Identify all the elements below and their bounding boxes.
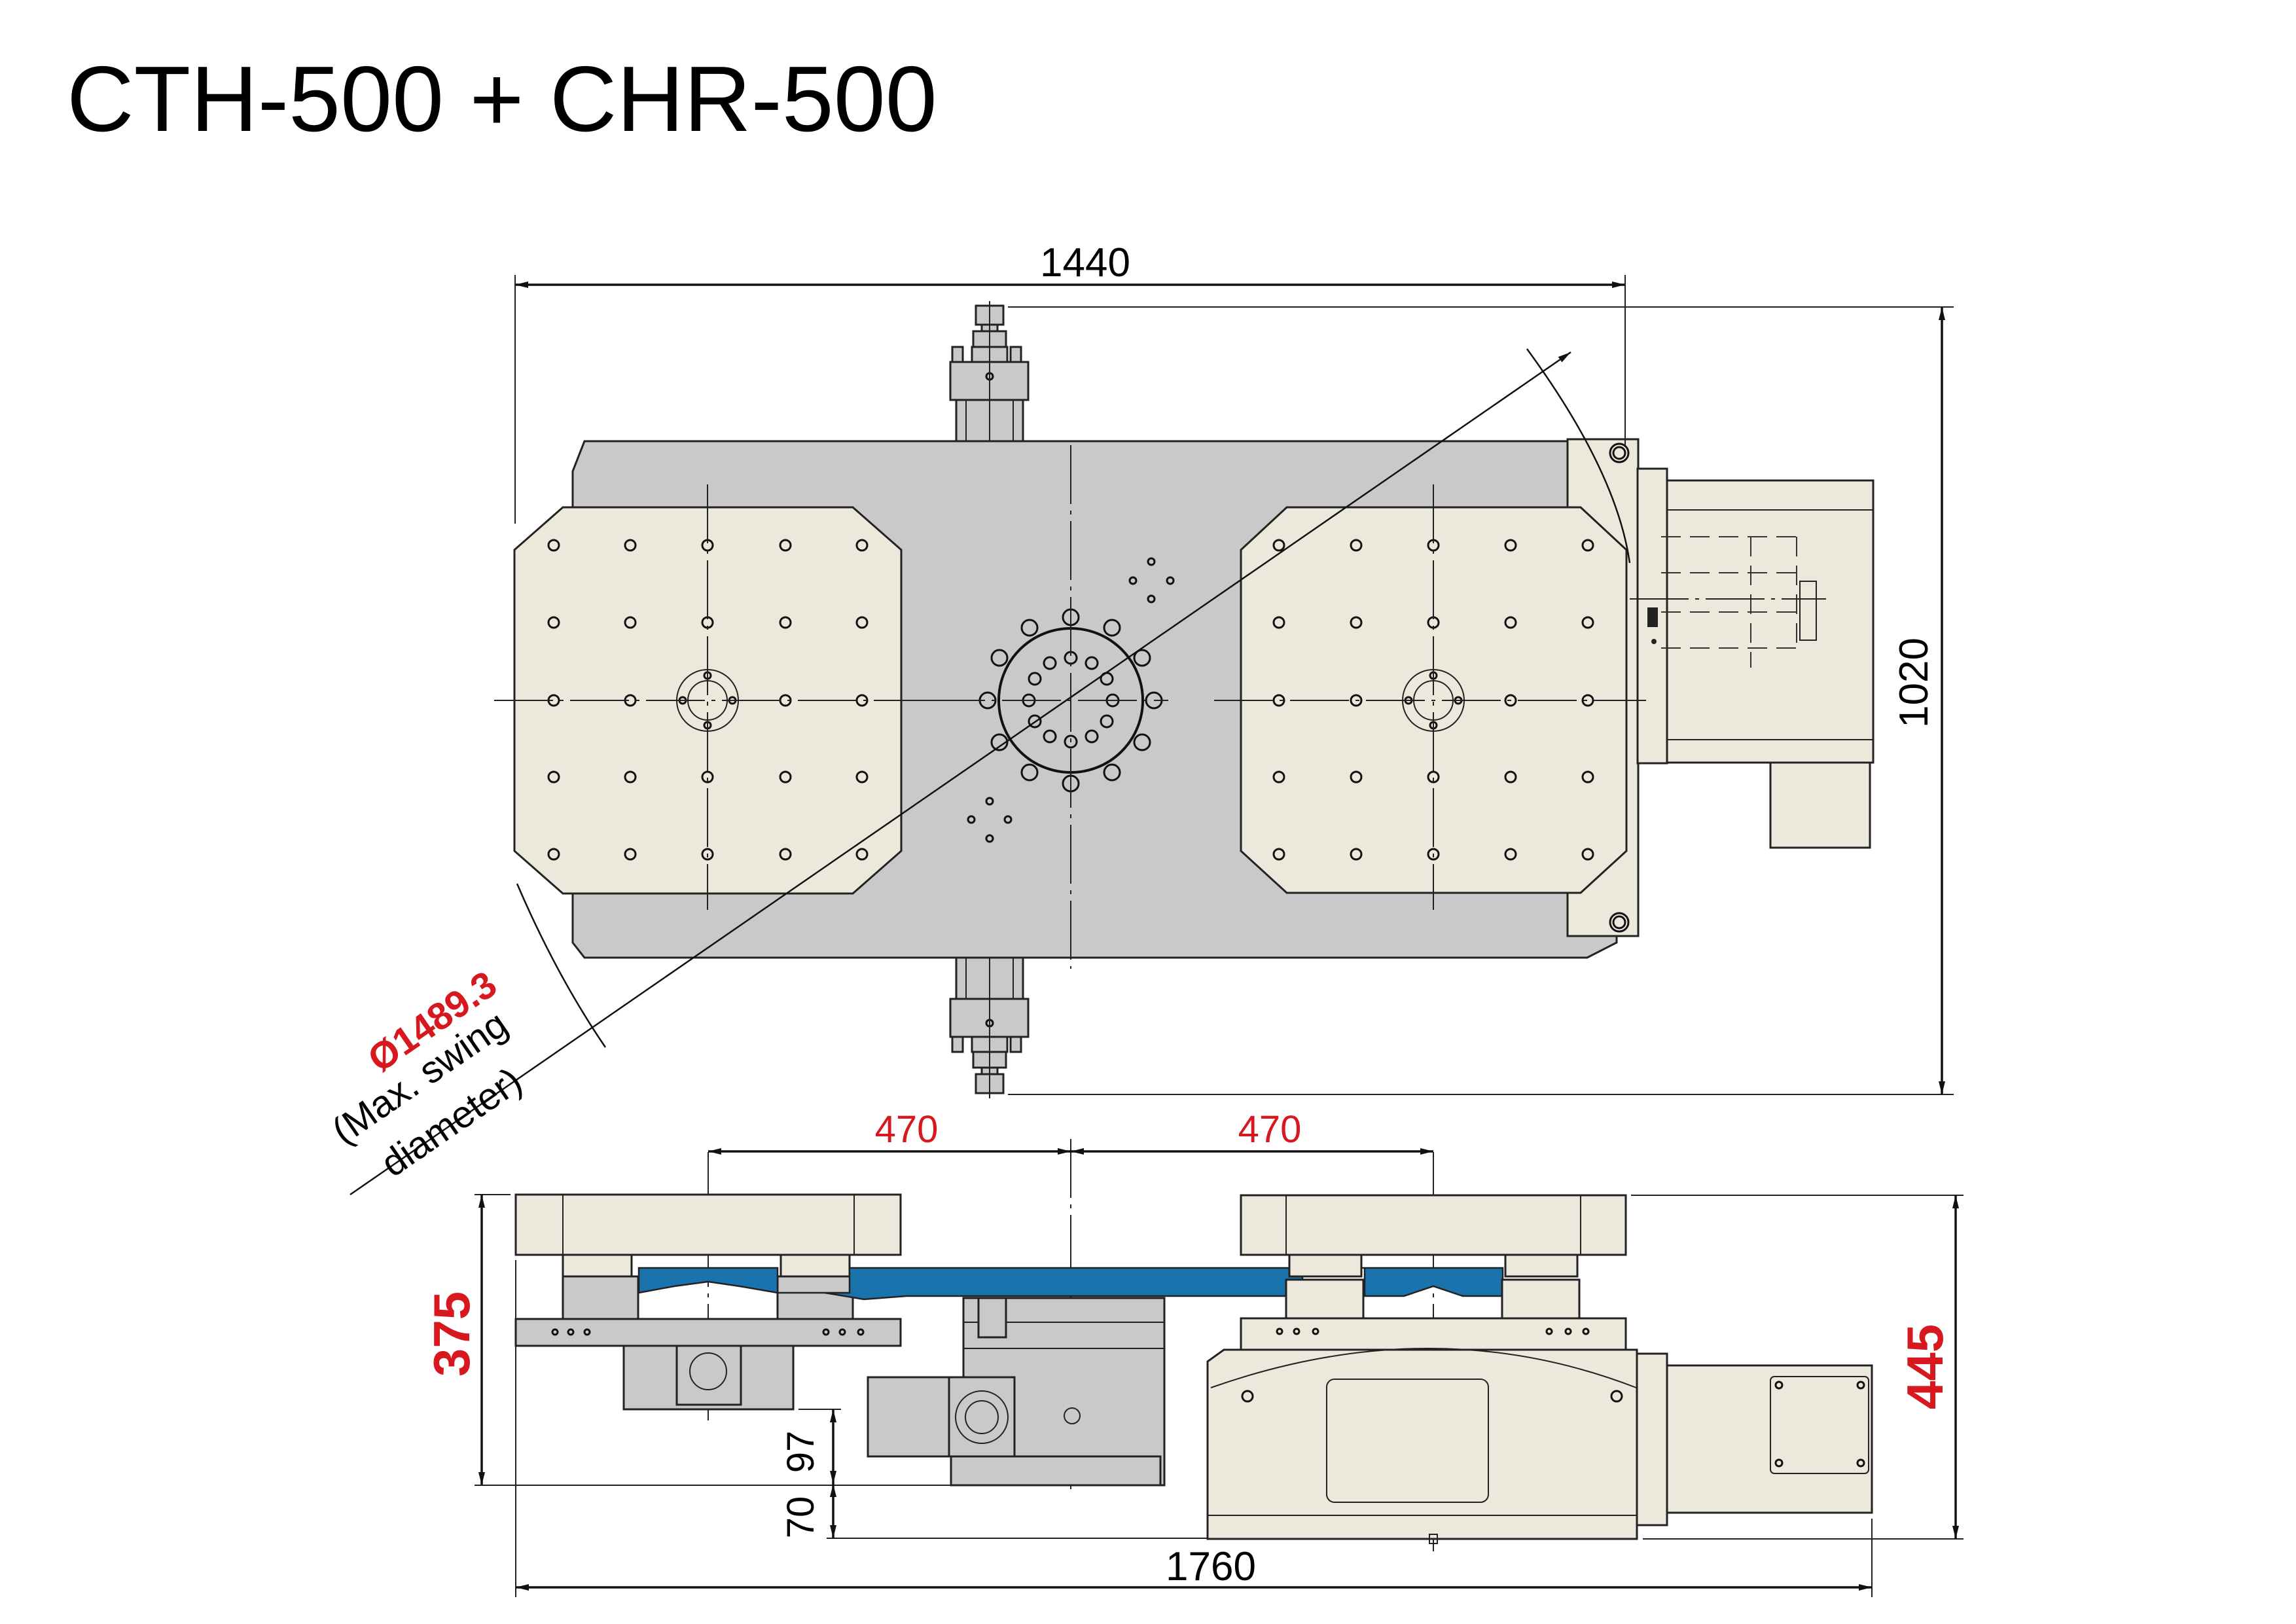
dimension-445: 445 [1631, 1195, 1964, 1540]
top-motor-housing [1630, 467, 1874, 849]
left-height-label: 375 [423, 1291, 480, 1377]
bottom-clamp-cylinder [949, 952, 1030, 1098]
step-upper-label: 97 [780, 1431, 822, 1473]
right-height-label: 445 [1896, 1324, 1954, 1409]
left-pallet-top [494, 484, 928, 910]
dimension-470-470: 470 470 [708, 1108, 1433, 1155]
center-column-side [867, 1297, 1166, 1487]
side-view: 470 470 [423, 1108, 1964, 1597]
overall-length-label: 1760 [1166, 1544, 1256, 1589]
dimension-1020: 1020 [1008, 306, 1954, 1095]
center-rotary-table [926, 445, 1175, 969]
dimension-1440: 1440 [514, 240, 1626, 524]
spacing-right-label: 470 [1238, 1108, 1302, 1151]
dimension-width-label: 1440 [1040, 240, 1130, 285]
right-unit-side [1206, 1194, 1873, 1544]
swivel-arm [637, 1267, 1504, 1301]
right-pallet-top [1214, 484, 1646, 910]
dimension-height-label: 1020 [1892, 638, 1937, 728]
left-unit-side [514, 1193, 902, 1411]
dimension-1760: 1760 [515, 1260, 1873, 1597]
dimension-375: 375 [423, 1194, 963, 1486]
step-lower-label: 70 [780, 1496, 822, 1539]
top-view: Ø1489.3 (Max. swing diameter) 1440 1020 [324, 240, 1954, 1196]
spacing-left-label: 470 [875, 1108, 939, 1151]
page-title: CTH-500 + CHR-500 [67, 47, 937, 151]
top-clamp-cylinder [949, 301, 1030, 448]
dimension-97-70: 97 70 [780, 1409, 1208, 1539]
